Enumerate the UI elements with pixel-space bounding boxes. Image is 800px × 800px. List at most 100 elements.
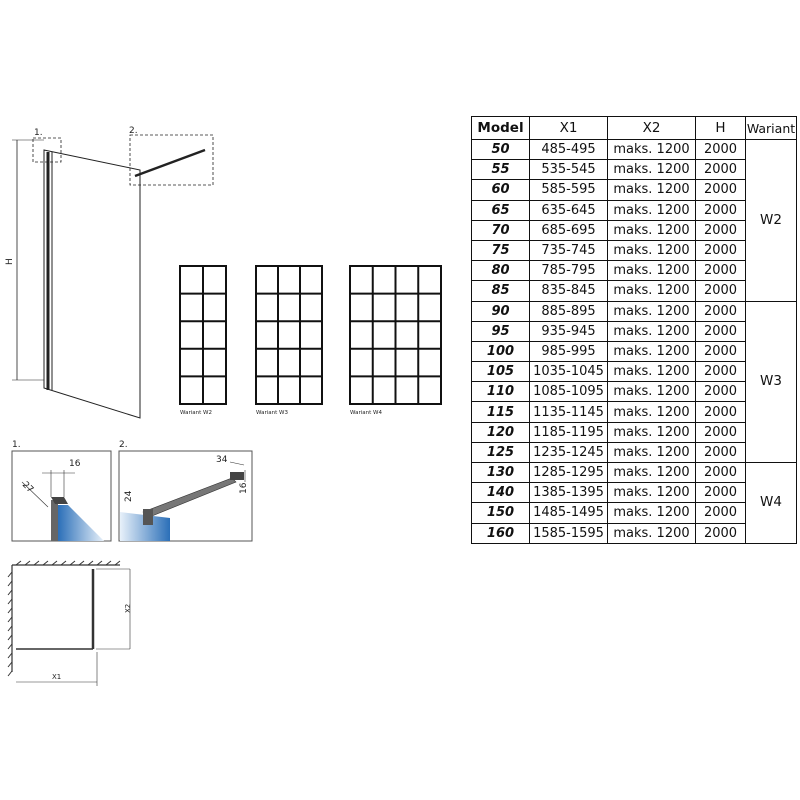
variant-cell: W2 xyxy=(745,139,797,302)
x1-cell: 1285-1295 xyxy=(529,461,608,484)
wall-hatch xyxy=(69,560,76,566)
dim-16b: 16 xyxy=(239,482,249,494)
x2-cell: maks. 1200 xyxy=(607,159,696,181)
wall-hatch xyxy=(7,598,13,605)
wall-hatch xyxy=(87,560,94,566)
height-label: H xyxy=(5,258,15,265)
column-header: X1 xyxy=(529,116,608,140)
x2-cell: maks. 1200 xyxy=(607,340,696,363)
elevation-view xyxy=(12,134,214,419)
wall-hatch xyxy=(96,560,103,566)
variant-grid-w3 xyxy=(255,265,323,405)
x1-cell: 1385-1395 xyxy=(529,482,608,504)
h-cell: 2000 xyxy=(695,340,746,363)
x2-cell: maks. 1200 xyxy=(607,421,696,443)
x1-cell: 1085-1095 xyxy=(529,381,608,403)
model-cell: 115 xyxy=(471,401,530,423)
detail1-view xyxy=(11,450,112,542)
plan-x1-label: X1 xyxy=(52,673,61,681)
dim-24: 24 xyxy=(124,490,134,502)
wall-hatch xyxy=(114,560,121,566)
model-cell: 110 xyxy=(471,381,530,403)
x1-cell: 1185-1195 xyxy=(529,421,608,443)
dim-34: 34 xyxy=(216,455,228,465)
x2-cell: maks. 1200 xyxy=(607,300,696,322)
x1-cell: 535-545 xyxy=(529,159,608,181)
wall-hatch xyxy=(33,560,40,566)
variant-w2-label: Wariant W2 xyxy=(180,410,212,416)
x2-cell: maks. 1200 xyxy=(607,199,696,221)
h-cell: 2000 xyxy=(695,179,746,201)
variant-grid-w2 xyxy=(179,265,227,405)
x2-cell: maks. 1200 xyxy=(607,522,696,544)
x2-cell: maks. 1200 xyxy=(607,401,696,423)
h-cell: 2000 xyxy=(695,361,746,383)
x2-cell: maks. 1200 xyxy=(607,179,696,201)
detail1-ref: 1. xyxy=(34,128,43,138)
model-cell: 55 xyxy=(471,159,530,181)
model-cell: 60 xyxy=(471,179,530,201)
detail2-number: 2. xyxy=(119,440,128,450)
h-cell: 2000 xyxy=(695,401,746,423)
wall-hatch xyxy=(42,560,49,566)
x2-cell: maks. 1200 xyxy=(607,441,696,464)
x2-cell: maks. 1200 xyxy=(607,320,696,342)
x2-cell: maks. 1200 xyxy=(607,381,696,403)
detail2-ref: 2. xyxy=(129,126,138,136)
x1-cell: 985-995 xyxy=(529,340,608,363)
model-cell: 130 xyxy=(471,461,530,484)
h-cell: 2000 xyxy=(695,199,746,221)
wall-hatch xyxy=(51,560,58,566)
h-cell: 2000 xyxy=(695,159,746,181)
detail1-number: 1. xyxy=(12,440,21,450)
h-cell: 2000 xyxy=(695,320,746,342)
x1-cell: 1235-1245 xyxy=(529,441,608,464)
h-cell: 2000 xyxy=(695,138,746,161)
variant-w3-label: Wariant W3 xyxy=(256,410,288,416)
column-header: Wariant xyxy=(745,116,797,140)
x2-cell: maks. 1200 xyxy=(607,482,696,504)
x2-cell: maks. 1200 xyxy=(607,280,696,302)
wall-hatch xyxy=(60,560,67,566)
x1-cell: 735-745 xyxy=(529,239,608,262)
x1-cell: 935-945 xyxy=(529,320,608,342)
wall-hatch xyxy=(15,560,22,566)
model-cell: 50 xyxy=(471,138,530,161)
wall-hatch xyxy=(105,560,112,566)
wall-hatch xyxy=(7,571,13,578)
column-header: X2 xyxy=(607,116,696,140)
x2-cell: maks. 1200 xyxy=(607,260,696,282)
x1-cell: 1485-1495 xyxy=(529,502,608,524)
h-cell: 2000 xyxy=(695,300,746,322)
wall-hatch xyxy=(78,560,85,566)
detail2-view xyxy=(118,450,253,542)
h-cell: 2000 xyxy=(695,502,746,524)
h-cell: 2000 xyxy=(695,219,746,241)
model-cell: 75 xyxy=(471,239,530,262)
x1-cell: 485-495 xyxy=(529,138,608,161)
wall-hatch xyxy=(7,589,13,596)
x2-cell: maks. 1200 xyxy=(607,239,696,262)
model-cell: 100 xyxy=(471,340,530,363)
x1-cell: 885-895 xyxy=(529,300,608,322)
model-cell: 65 xyxy=(471,199,530,221)
x2-cell: maks. 1200 xyxy=(607,461,696,484)
model-cell: 160 xyxy=(471,522,530,544)
h-cell: 2000 xyxy=(695,421,746,443)
x1-cell: 635-645 xyxy=(529,199,608,221)
model-cell: 140 xyxy=(471,482,530,504)
wall-hatch xyxy=(7,625,13,632)
h-cell: 2000 xyxy=(695,381,746,403)
variant-w4-label: Wariant W4 xyxy=(350,410,382,416)
wall-hatch xyxy=(7,652,13,659)
plan-view xyxy=(7,560,131,686)
